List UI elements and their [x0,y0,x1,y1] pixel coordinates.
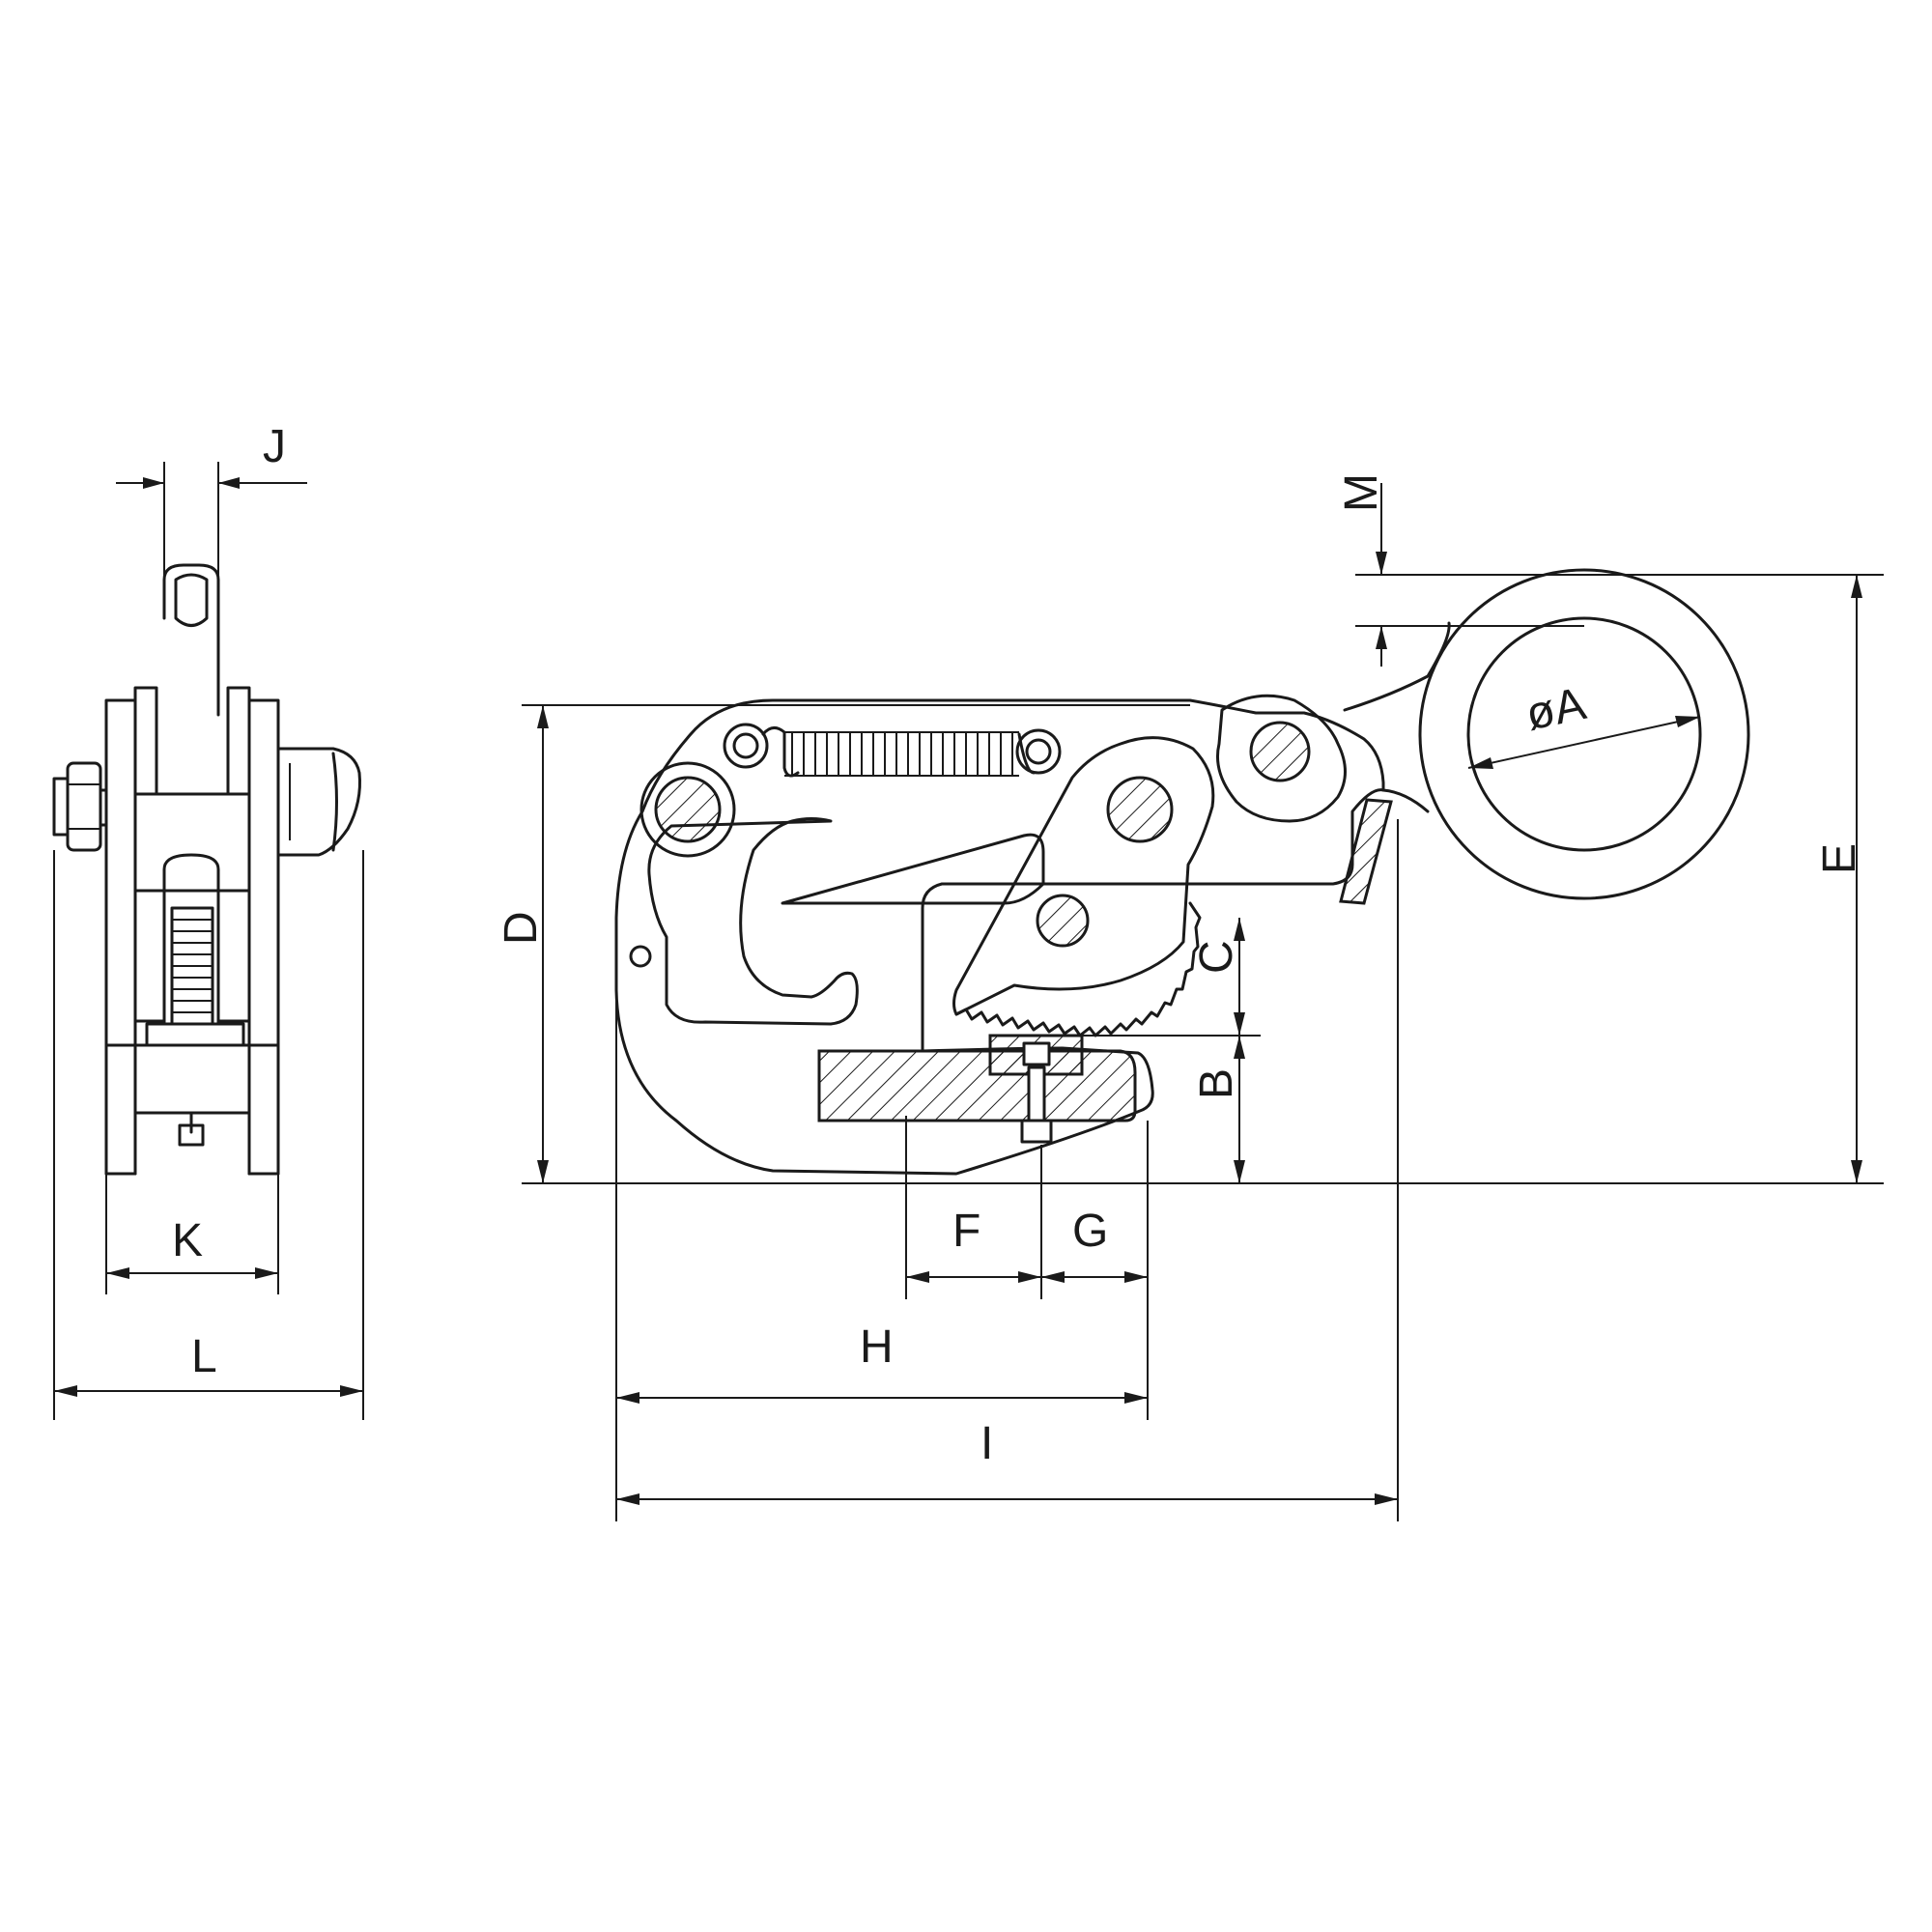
side-plate-lower [162,853,220,1026]
label-G: G [1072,1206,1108,1257]
side-view [52,563,361,1176]
right-wear-pad [1339,798,1393,905]
label-J: J [263,421,286,472]
side-lower-frame-left [104,1043,137,1176]
side-left-pin-head [52,777,70,837]
dimension-lines [53,462,1884,1521]
lifting-ring-inner [1466,616,1702,852]
label-D: D [496,911,547,945]
side-right-lug [276,747,361,857]
side-plate-right-inner [226,686,251,796]
jaw-hook [647,817,859,1026]
cam-lower-pin [1036,894,1090,948]
label-B: B [1191,1068,1242,1099]
body-vent-hole [629,945,652,968]
tension-spring [761,726,1036,778]
left-pivot-ring [639,761,736,858]
side-right-lug-taper [331,752,338,852]
ring-neck-lower [1381,788,1430,813]
side-left-pin-nut [66,761,102,852]
side-eye-opening [174,573,209,627]
jaw-screw-head [1022,1041,1051,1066]
side-plate-left [104,698,137,1176]
label-E: E [1814,843,1865,874]
side-lower-body [133,1043,251,1115]
lever-slot [781,833,1045,905]
side-bottom-nut [178,1123,205,1147]
side-spacer-low [133,889,166,1023]
side-plate-left-inner [133,686,158,796]
left-pivot-pin [654,776,722,843]
gripped-plate [817,1049,1137,1122]
jaw-screw-nut [1020,1119,1053,1144]
side-left-pin-shaft [99,788,108,827]
label-F: F [952,1206,980,1257]
label-C: C [1191,940,1242,974]
side-spacer-mid [133,792,251,893]
spring-anchor-right-inner [1025,738,1052,765]
dimension-labels: J K L M øA E D C B F G H I [172,421,1865,1469]
cam-pivot-pin [1106,776,1174,843]
side-plate-right [247,698,280,1176]
spring-anchor-left-outer [723,723,769,769]
side-lower-frame-right [247,1043,280,1176]
label-L: L [191,1331,217,1382]
spring-anchor-right-outer [1015,728,1062,775]
cam-lever [952,736,1215,1016]
spring-anchor-left-inner [732,732,759,759]
label-I: I [980,1418,993,1469]
upper-link [1215,694,1347,823]
lifting-ring-outer [1418,568,1750,900]
front-view [614,568,1750,1176]
side-cam-shoe [145,1022,245,1047]
label-K: K [172,1215,203,1266]
label-A: øA [1521,678,1590,741]
label-M: M [1336,473,1387,512]
side-spacer-low-r [216,889,251,1023]
clamp-body [614,698,1385,1176]
jaw-screw-shank [1027,1065,1046,1122]
ring-neck [1343,621,1451,712]
side-cam-teeth [172,919,213,1013]
upper-link-pin [1249,721,1311,782]
cam-teeth [954,901,1202,1037]
label-H: H [860,1321,894,1373]
side-eye-plate [162,563,220,717]
